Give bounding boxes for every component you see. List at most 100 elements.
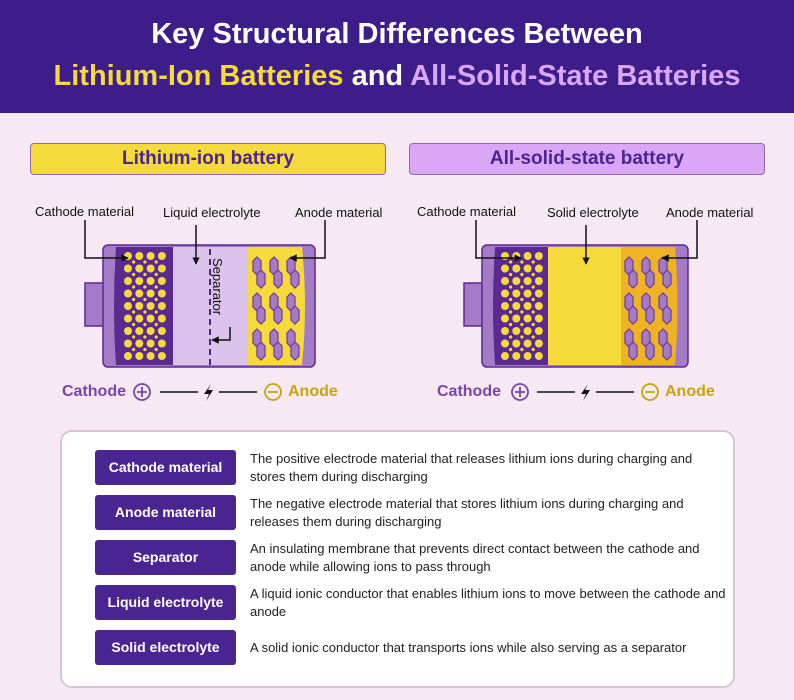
header: Key Structural Differences Between Lithi…: [0, 0, 794, 113]
cathode-particle: [143, 347, 147, 352]
cathode-particle: [509, 310, 513, 314]
cathode-particle: [154, 285, 158, 289]
cathode-particle: [132, 322, 136, 327]
cathode-particle: [157, 327, 166, 335]
cathode-particle: [135, 339, 144, 348]
cathode-particle: [512, 252, 521, 260]
cathode-particle: [154, 335, 158, 339]
graphite-particle: [662, 305, 672, 325]
label-anode-material: Anode material: [295, 205, 383, 220]
cathode-particle: [146, 339, 155, 348]
cathode-particle: [534, 339, 543, 348]
anode-graphite: [252, 256, 300, 361]
cathode-particle: [520, 335, 524, 339]
graphite-particle: [645, 341, 655, 361]
cathode-particle: [124, 264, 132, 273]
cathode-particle: [143, 322, 147, 327]
cathode-layer: [114, 247, 173, 365]
cathode-particles: [124, 252, 166, 360]
cathode-particle: [154, 260, 158, 264]
solid-state-heading: All-solid-state battery: [409, 143, 765, 175]
term-description: An insulating membrane that prevents dir…: [250, 541, 700, 574]
cathode-particle: [154, 347, 158, 352]
graphite-particle: [256, 341, 266, 361]
label-anode-material: Anode material: [666, 205, 754, 220]
cathode-particle: [124, 302, 132, 310]
cathode-layer: [493, 247, 548, 365]
cathode-particle: [154, 297, 158, 302]
solid-electrolyte-layer: [548, 247, 621, 365]
graphite-particle: [273, 305, 283, 325]
cathode-particle: [523, 277, 532, 285]
term-description: A solid ionic conductor that transports …: [250, 640, 687, 655]
cathode-particle: [501, 289, 509, 298]
cathode-particle: [509, 297, 513, 302]
cathode-particle: [534, 252, 543, 260]
liquid-electrolyte-layer: [173, 247, 248, 365]
cathode-particle: [501, 264, 509, 273]
cathode-particle: [501, 277, 509, 285]
cathode-particle: [135, 327, 144, 335]
cathode-particle: [534, 264, 543, 273]
graphite-particle: [645, 305, 655, 325]
cathode-particle: [523, 339, 532, 348]
cathode-particle: [135, 314, 144, 323]
cathode-particle: [501, 302, 509, 310]
cathode-particle: [512, 339, 521, 348]
minus-icon: [641, 383, 659, 401]
term-tag: Liquid electrolyte: [95, 585, 236, 620]
cathode-particle: [531, 322, 535, 327]
cathode-particle: [157, 264, 166, 273]
cathode-particle: [135, 264, 144, 273]
term-tag: Cathode material: [95, 450, 236, 485]
lithium-ion-battery: [84, 220, 326, 368]
cathode-particle: [509, 335, 513, 339]
cathode-particle: [124, 339, 132, 348]
graphite-particle: [290, 305, 300, 325]
term-description: The negative electrode material that sto…: [250, 496, 684, 529]
cathode-particle: [157, 252, 166, 260]
cathode-particle: [157, 314, 166, 323]
cathode-particle: [520, 347, 524, 352]
cathode-particle: [132, 297, 136, 302]
cathode-particle: [154, 322, 158, 327]
cathode-particle: [124, 252, 132, 260]
anode-graphite: [624, 256, 672, 361]
cathode-particle: [157, 352, 166, 360]
cathode-particle: [132, 347, 136, 352]
cathode-particle: [132, 285, 136, 289]
title-solid-state: All-Solid-State Batteries: [410, 60, 741, 92]
cathode-particle: [523, 264, 532, 273]
cathode-particle: [135, 277, 144, 285]
cathode-particle: [143, 297, 147, 302]
legend-cathode: Cathode: [62, 383, 126, 400]
cathode-particle: [512, 264, 521, 273]
cathode-particle: [146, 264, 155, 273]
cathode-particle: [501, 314, 509, 323]
cathode-particle: [509, 260, 513, 264]
legend-symbols: [133, 383, 659, 401]
cathode-particle: [509, 272, 513, 277]
cathode-particle: [523, 314, 532, 323]
cathode-particle: [512, 277, 521, 285]
cathode-particle: [531, 272, 535, 277]
graphite-particle: [290, 269, 300, 289]
cathode-particle: [520, 260, 524, 264]
cathode-particle: [512, 289, 521, 298]
graphite-particle: [273, 341, 283, 361]
cathode-particle: [534, 289, 543, 298]
cathode-particle: [146, 289, 155, 298]
cathode-particle: [132, 335, 136, 339]
cathode-particle: [157, 277, 166, 285]
cathode-particle: [523, 302, 532, 310]
cathode-particle: [523, 327, 532, 335]
cathode-particle: [534, 302, 543, 310]
cathode-particle: [146, 302, 155, 310]
cathode-particle: [146, 314, 155, 323]
cathode-particle: [501, 252, 509, 260]
